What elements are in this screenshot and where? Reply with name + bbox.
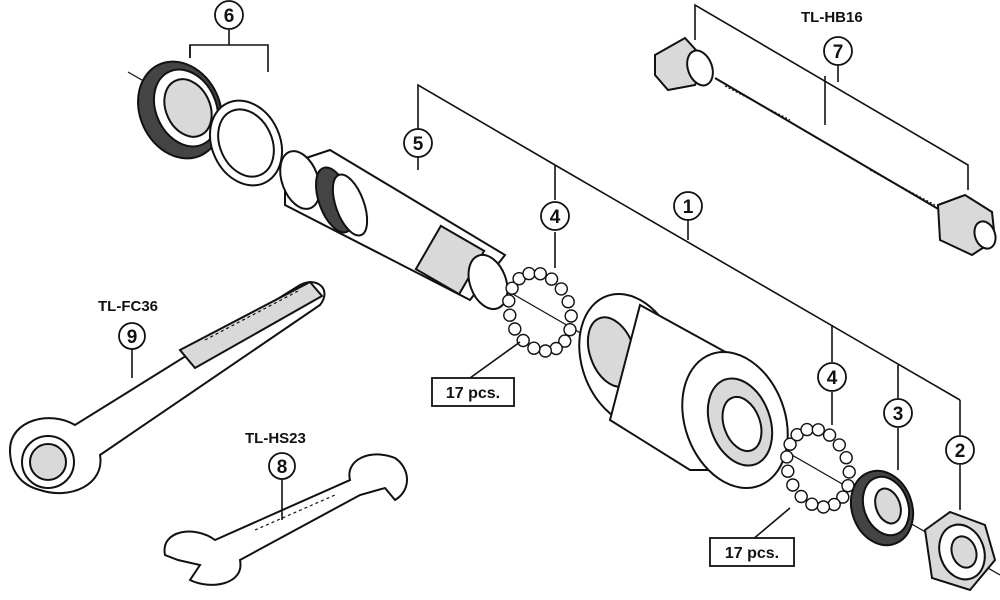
part-2-locknut <box>923 510 997 592</box>
label-tl-hb16: TL-HB16 <box>801 9 863 26</box>
part-3-cone <box>849 469 915 547</box>
part-5-freehub-body <box>279 148 509 311</box>
callout-4-right: 4 <box>817 362 847 392</box>
svg-text:7: 7 <box>833 42 844 63</box>
bearing-ball <box>805 497 819 511</box>
svg-text:3: 3 <box>893 404 904 425</box>
bearing-ball <box>781 464 795 478</box>
bearing-ball <box>564 309 578 323</box>
svg-text:4: 4 <box>550 207 561 228</box>
tool-tl-hs23-cone-wrench <box>163 453 408 586</box>
bearing-ball <box>800 422 814 437</box>
callout-2: 2 <box>945 435 975 465</box>
bearing-ball <box>842 465 856 479</box>
svg-text:5: 5 <box>413 134 424 155</box>
bearing-ball <box>561 295 575 309</box>
bearing-ball <box>839 451 853 465</box>
bearing-ball <box>783 437 797 451</box>
bearing-ball <box>527 341 541 355</box>
svg-text:1: 1 <box>683 197 694 218</box>
bearing-ball <box>558 334 572 348</box>
bearing-ball <box>832 438 846 452</box>
bearing-ball <box>502 294 516 308</box>
tool-tl-fc36-wrench <box>8 280 326 495</box>
bearing-ball <box>544 272 559 286</box>
callout-3: 3 <box>883 398 913 428</box>
bearing-ball <box>554 282 568 296</box>
svg-text:9: 9 <box>127 327 138 348</box>
part-1-hub-shell <box>578 293 789 489</box>
bearing-ball <box>786 478 800 492</box>
bearing-ball <box>508 322 522 336</box>
bearing-ball <box>780 450 794 464</box>
svg-text:17 pcs.: 17 pcs. <box>446 385 500 402</box>
bearing-ball <box>505 281 519 295</box>
svg-text:4: 4 <box>827 368 838 389</box>
bearing-balls-right <box>780 422 856 514</box>
bearing-balls-left <box>502 266 578 358</box>
bearing-ball <box>503 308 517 322</box>
bearing-ball <box>836 490 850 504</box>
bearing-ball <box>522 266 536 281</box>
callout-4-left: 4 <box>540 201 570 231</box>
callout-8: 8 <box>268 452 296 480</box>
callout-9: 9 <box>118 322 146 350</box>
bearing-ball <box>827 497 841 512</box>
label-tl-hs23: TL-HS23 <box>245 430 306 447</box>
callout-1: 1 <box>673 191 703 221</box>
part-6-spacer-washer <box>209 99 283 187</box>
callout-7: 7 <box>823 36 853 66</box>
part-6-lockring <box>137 60 223 160</box>
svg-text:17 pcs.: 17 pcs. <box>725 545 779 562</box>
callout-6: 6 <box>214 0 244 30</box>
callout-5: 5 <box>403 128 433 158</box>
bearing-ball <box>538 344 553 358</box>
svg-text:6: 6 <box>224 6 235 27</box>
bearing-ball <box>816 500 831 514</box>
bearing-ball <box>794 489 808 504</box>
ball-count-box-right: 17 pcs. <box>709 537 795 567</box>
leader-lines <box>131 3 969 541</box>
bearing-ball <box>563 323 577 337</box>
bearing-ball <box>549 341 563 356</box>
svg-text:2: 2 <box>955 441 966 462</box>
ball-count-box-left: 17 pcs. <box>431 377 515 407</box>
bearing-ball <box>822 428 837 442</box>
part-7-hub-axle <box>654 36 997 257</box>
svg-text:8: 8 <box>277 457 288 478</box>
bearing-ball <box>811 423 825 437</box>
label-tl-fc36: TL-FC36 <box>98 298 158 315</box>
bearing-ball <box>516 333 530 348</box>
bearing-ball <box>533 267 547 281</box>
